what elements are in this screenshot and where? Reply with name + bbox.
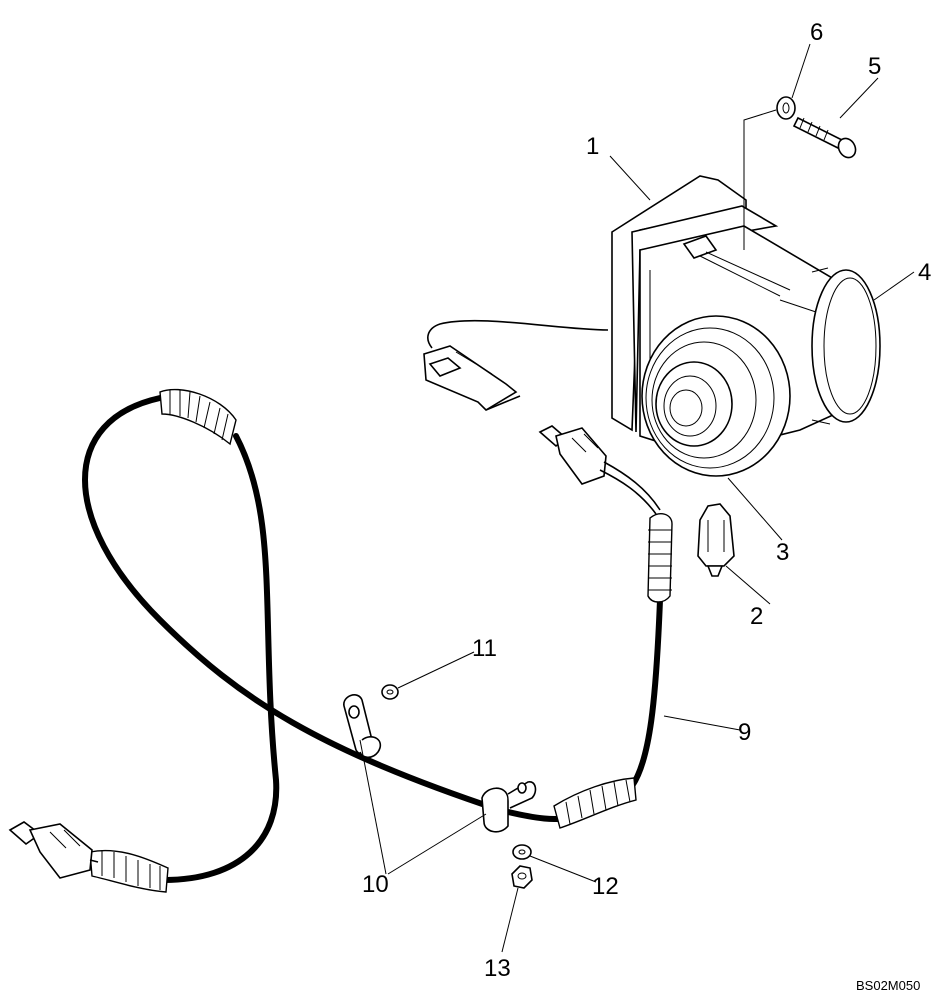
callout-1: 1 <box>586 133 599 160</box>
harness-cable <box>161 433 280 883</box>
clamp-upper <box>343 694 382 759</box>
rear-lens-ring <box>811 267 881 425</box>
coil-sleeve-top <box>159 388 237 446</box>
callout-11: 11 <box>472 635 497 662</box>
screw-alignment-line <box>743 109 777 250</box>
washer-12 <box>512 844 532 860</box>
front-lens <box>641 315 791 477</box>
coil-sleeve-left <box>89 849 169 893</box>
callout-4: 4 <box>918 259 931 286</box>
washer-11 <box>381 684 399 700</box>
leader-lines <box>359 43 915 953</box>
lamp-pigtail-connector <box>423 319 609 412</box>
callout-2: 2 <box>750 603 763 630</box>
coil-sleeve-bottom <box>553 777 637 829</box>
harness-connector-upper <box>538 425 661 515</box>
coil-sleeve-right <box>647 513 673 603</box>
callout-10: 10 <box>362 871 389 898</box>
callout-6: 6 <box>810 19 823 46</box>
callout-13: 13 <box>484 955 511 982</box>
callout-9: 9 <box>738 719 751 746</box>
callout-5: 5 <box>868 53 881 80</box>
screw <box>792 116 857 159</box>
figure-code: BS02M050 <box>856 978 920 993</box>
clamp-lower <box>481 781 537 833</box>
washer-6 <box>776 96 796 120</box>
harness-cable-loop <box>82 395 569 823</box>
callout-12: 12 <box>592 873 619 900</box>
bulb <box>697 503 735 577</box>
harness-connector-lower <box>8 821 99 879</box>
callout-3: 3 <box>776 539 789 566</box>
nut-13 <box>511 865 533 889</box>
harness-cable-right <box>629 597 663 789</box>
